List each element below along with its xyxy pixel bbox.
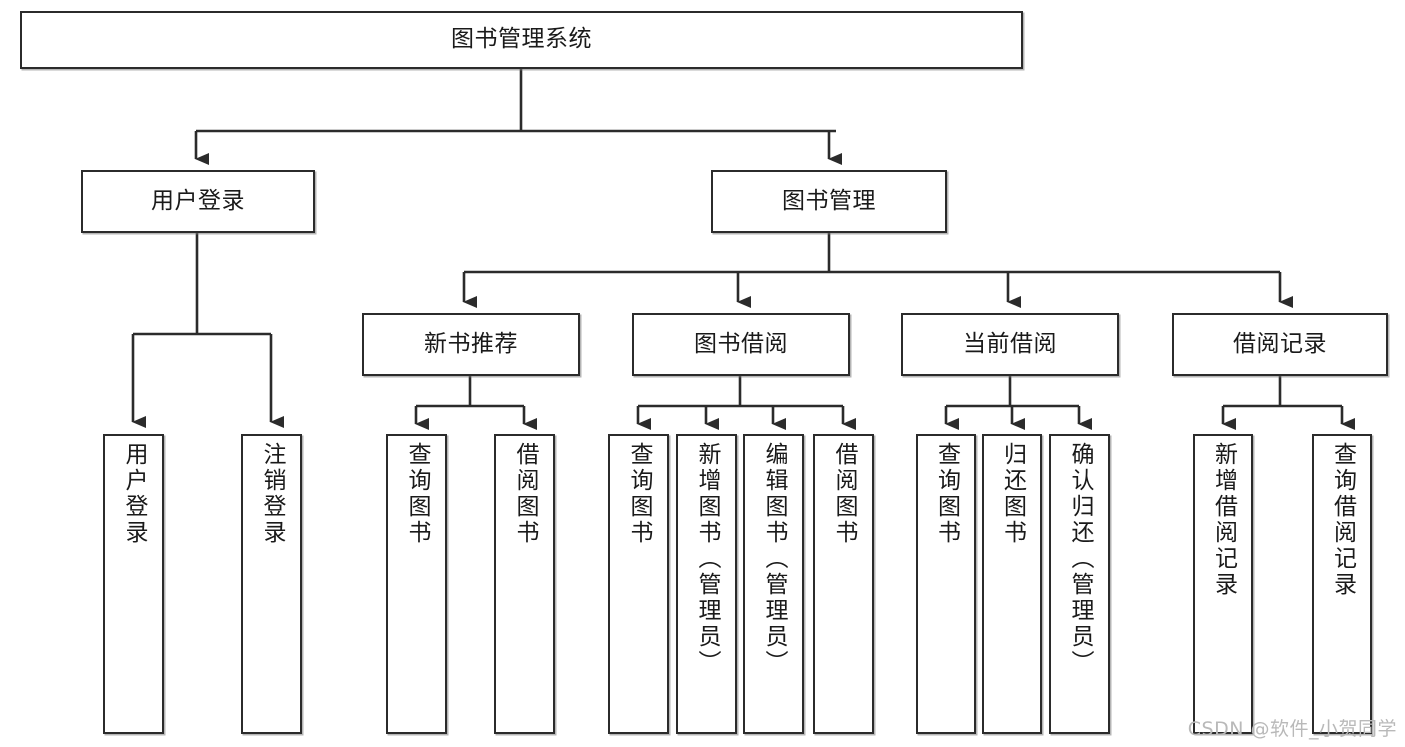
node-label: 图书借阅 [694,330,788,357]
leaf-current-confirm-return[interactable]: 确认归还（管理员） [1049,434,1110,734]
leaf-borrow-edit-book[interactable]: 编辑图书（管理员） [743,434,804,734]
node-user-login[interactable]: 用户登录 [81,170,315,233]
leaf-current-return-book[interactable]: 归还图书 [982,434,1042,734]
leaf-user-login-signout[interactable]: 注销登录 [241,434,302,734]
node-label: 注销登录 [259,442,285,546]
leaf-current-query-book[interactable]: 查询图书 [916,434,976,734]
node-label: 当前借阅 [963,330,1057,357]
leaf-recommend-borrow-book[interactable]: 借阅图书 [494,434,555,734]
leaf-recommend-query-book[interactable]: 查询图书 [386,434,447,734]
node-book-borrow[interactable]: 图书借阅 [632,313,850,376]
leaf-borrow-borrow-book[interactable]: 借阅图书 [813,434,874,734]
node-label: 查询借阅记录 [1329,442,1356,598]
leaf-borrow-query-book[interactable]: 查询图书 [608,434,669,734]
node-label: 归还图书 [999,442,1026,546]
node-label: 编辑图书（管理员） [761,442,787,676]
node-book-management[interactable]: 图书管理 [711,170,947,233]
node-label: 新增借阅记录 [1210,442,1237,598]
leaf-record-query-record[interactable]: 查询借阅记录 [1312,434,1372,734]
node-label: 新增图书（管理员） [694,442,720,676]
node-label: 查询图书 [626,442,652,546]
node-label: 借阅图书 [831,442,857,546]
node-label: 用户登录 [121,442,147,546]
leaf-record-add-record[interactable]: 新增借阅记录 [1193,434,1253,734]
node-label: 图书管理 [782,187,876,214]
node-current-borrow[interactable]: 当前借阅 [901,313,1119,376]
node-label: 借阅图书 [512,442,538,546]
node-new-book-recommend[interactable]: 新书推荐 [362,313,580,376]
node-label: 确认归还（管理员） [1067,442,1093,676]
leaf-borrow-add-book[interactable]: 新增图书（管理员） [676,434,737,734]
node-label: 用户登录 [151,187,245,214]
node-label: 借阅记录 [1233,330,1327,357]
node-borrow-record[interactable]: 借阅记录 [1172,313,1388,376]
node-label: 图书管理系统 [451,26,592,53]
node-label: 新书推荐 [424,330,518,357]
node-label: 查询图书 [933,442,960,546]
leaf-user-login-signin[interactable]: 用户登录 [103,434,164,734]
node-root-system[interactable]: 图书管理系统 [20,11,1023,69]
node-label: 查询图书 [404,442,430,546]
csdn-watermark: CSDN @软件_小贺同学 [1187,718,1397,740]
